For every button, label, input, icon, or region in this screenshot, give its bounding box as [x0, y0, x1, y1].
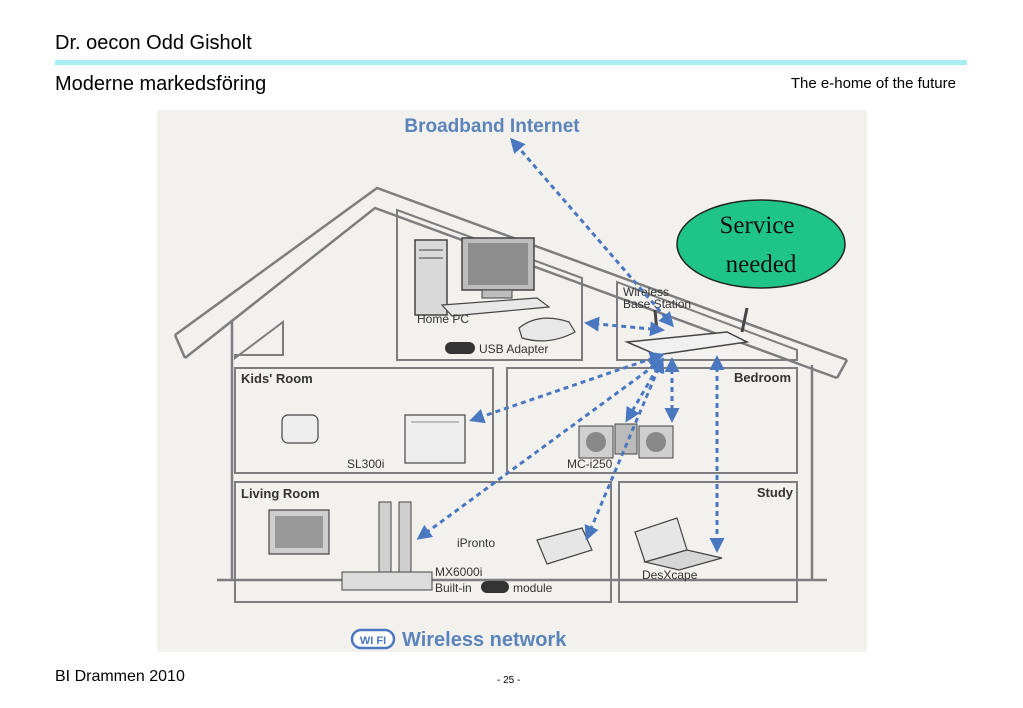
mc-i250-icon — [578, 423, 674, 459]
device-label-sl300i: SL300i — [347, 457, 384, 471]
slide-topic: The e-home of the future — [790, 75, 956, 92]
device-label-builtin-post: module — [513, 581, 553, 595]
room-label-study: Study — [757, 485, 794, 500]
device-label-mx6000i: MX6000i — [435, 565, 482, 579]
home-pc-icon — [414, 237, 551, 317]
ehome-diagram: Kids' Room Bedroom Living Room Study Bro… — [157, 110, 867, 652]
usb-wifi-badge-icon — [445, 342, 475, 354]
callout-line-1: Service — [720, 212, 795, 239]
wifi-badge-text: WI FI — [360, 635, 386, 647]
room-label-living: Living Room — [241, 486, 320, 501]
sl300i-icon — [281, 414, 319, 444]
device-label-desxcape: DesXcape — [642, 568, 698, 582]
callout-line-2: needed — [726, 251, 797, 278]
device-label-mc-i250: MC-i250 — [567, 457, 613, 471]
device-label-ipronto: iPronto — [457, 536, 495, 550]
wireless-network-label: Wireless network — [402, 629, 567, 651]
house-outline — [173, 186, 849, 582]
device-label-home-pc: Home PC — [417, 312, 469, 326]
arrow-usb-adapter — [584, 316, 665, 337]
page-number: - 25 - — [497, 675, 521, 686]
header-rule — [55, 60, 967, 65]
builtin-wifi-badge-icon — [481, 581, 509, 593]
slide-subtitle: Moderne markedsföring — [55, 73, 267, 95]
room-label-bedroom: Bedroom — [734, 370, 791, 385]
room-label-kids: Kids' Room — [241, 371, 313, 386]
author-name: Dr. oecon Odd Gisholt — [55, 32, 252, 54]
attic-left — [234, 320, 284, 360]
broadband-internet-label: Broadband Internet — [404, 116, 580, 137]
arrow-broadband — [510, 137, 674, 328]
footer-institution: BI Drammen 2010 — [55, 668, 185, 685]
kids-device-icon — [404, 414, 466, 464]
service-needed-callout — [676, 199, 846, 289]
wireless-arrows — [416, 137, 725, 553]
device-label-builtin-pre: Built-in — [435, 581, 472, 595]
mx6000i-icon — [268, 501, 433, 591]
room-study — [618, 481, 798, 603]
device-label-usb-adapter: USB Adapter — [479, 342, 548, 356]
wifi-badge-icon: WI FI — [350, 628, 396, 650]
